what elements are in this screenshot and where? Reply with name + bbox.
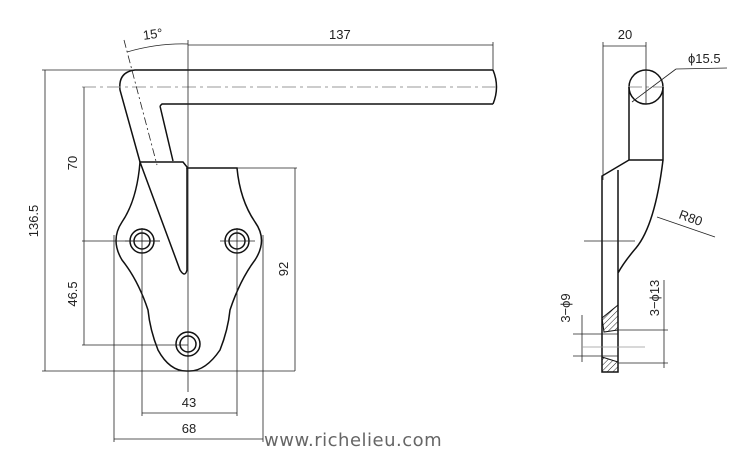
dim-hole-small-label: 3−ϕ9: [558, 293, 573, 322]
dim-plate-height-label: 92: [276, 262, 291, 276]
hatched-section-upper: [601, 303, 619, 333]
dim-angle-label: 15°: [142, 25, 164, 43]
dim-width-label: 20: [618, 27, 632, 42]
mounting-holes: [129, 228, 250, 357]
dim-rod-diameter-label: ϕ15.5: [688, 51, 721, 66]
dim-total-height-label: 136.5: [26, 205, 41, 238]
front-view: 15° 137 136.5 70 46.5 92 43 68: [26, 25, 500, 442]
dim-hole-large-label: 3−ϕ13: [647, 280, 662, 317]
dim-length-label: 137: [329, 27, 351, 42]
dim-plate-width-label: 68: [182, 421, 196, 436]
handle-outline: [119, 69, 498, 163]
arm-axis-line: [123, 39, 158, 166]
side-view: 20 ϕ15.5 R80 3−ϕ9 3−ϕ13: [558, 27, 728, 373]
hole-bottom-inner: [179, 335, 197, 353]
dimension-lines: [42, 42, 494, 442]
dim-lower-label: 46.5: [65, 281, 80, 306]
base-plate-outline: [115, 161, 263, 372]
hatched-section-lower: [601, 356, 619, 373]
side-dimension-lines: [573, 42, 728, 368]
hole-bottom: [175, 331, 201, 357]
dim-upper-label: 70: [65, 156, 80, 170]
watermark-text: www.richelieu.com: [264, 430, 442, 451]
wedge-outline: [139, 161, 188, 275]
dim-hole-spacing-label: 43: [182, 395, 196, 410]
